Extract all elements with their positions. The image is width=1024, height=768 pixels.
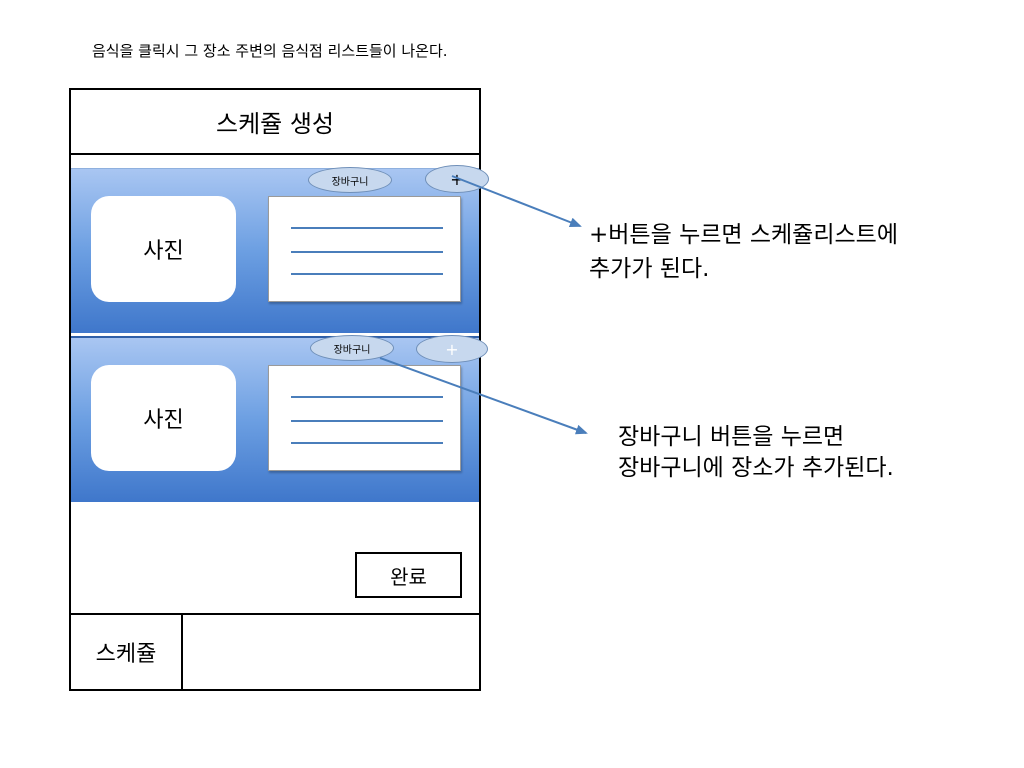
text-placeholder-line [291, 420, 443, 422]
phone-screen-mockup: 스케쥴 생성 사진 장바구니 + 사진 장바구니 + 완료 스케쥴 [69, 88, 489, 691]
cart-note-line: 장바구니 버튼을 누르면 [618, 424, 845, 450]
description-box [268, 196, 461, 302]
add-to-schedule-button[interactable]: + [416, 335, 488, 363]
description-box [268, 365, 461, 471]
schedule-tab[interactable]: 스케쥴 [71, 615, 183, 689]
cart-button-note: 장바구니 버튼을 누르면 장바구니에 장소가 추가된다. [618, 422, 894, 484]
add-to-cart-button[interactable]: 장바구니 [310, 335, 394, 361]
cart-note-line: 장바구니에 장소가 추가된다. [618, 455, 894, 481]
top-description: 음식을 클릭시 그 장소 주변의 음식점 리스트들이 나온다. [92, 42, 448, 60]
text-placeholder-line [291, 396, 443, 398]
photo-placeholder: 사진 [91, 365, 236, 471]
restaurant-card[interactable]: 사진 장바구니 + [71, 165, 489, 333]
add-to-cart-button[interactable]: 장바구니 [308, 167, 392, 193]
text-placeholder-line [291, 251, 443, 253]
bottom-bar: 스케쥴 [71, 613, 479, 689]
plus-note-line: +버튼을 누르면 스케쥴리스트에 [589, 222, 898, 248]
photo-placeholder: 사진 [91, 196, 236, 302]
photo-label: 사진 [143, 408, 184, 433]
text-placeholder-line [291, 273, 443, 275]
plus-note-line: 추가가 된다. [589, 256, 710, 282]
text-placeholder-line [291, 227, 443, 229]
screen-header: 스케쥴 생성 [71, 90, 479, 155]
photo-label: 사진 [143, 239, 184, 264]
add-to-schedule-button[interactable]: + [425, 165, 489, 193]
screen-title: 스케쥴 생성 [215, 110, 335, 138]
done-button[interactable]: 완료 [355, 552, 462, 598]
text-placeholder-line [291, 442, 443, 444]
restaurant-card[interactable]: 사진 장바구니 + [71, 335, 488, 502]
plus-button-note: +버튼을 누르면 스케쥴리스트에 추가가 된다. [589, 218, 898, 286]
